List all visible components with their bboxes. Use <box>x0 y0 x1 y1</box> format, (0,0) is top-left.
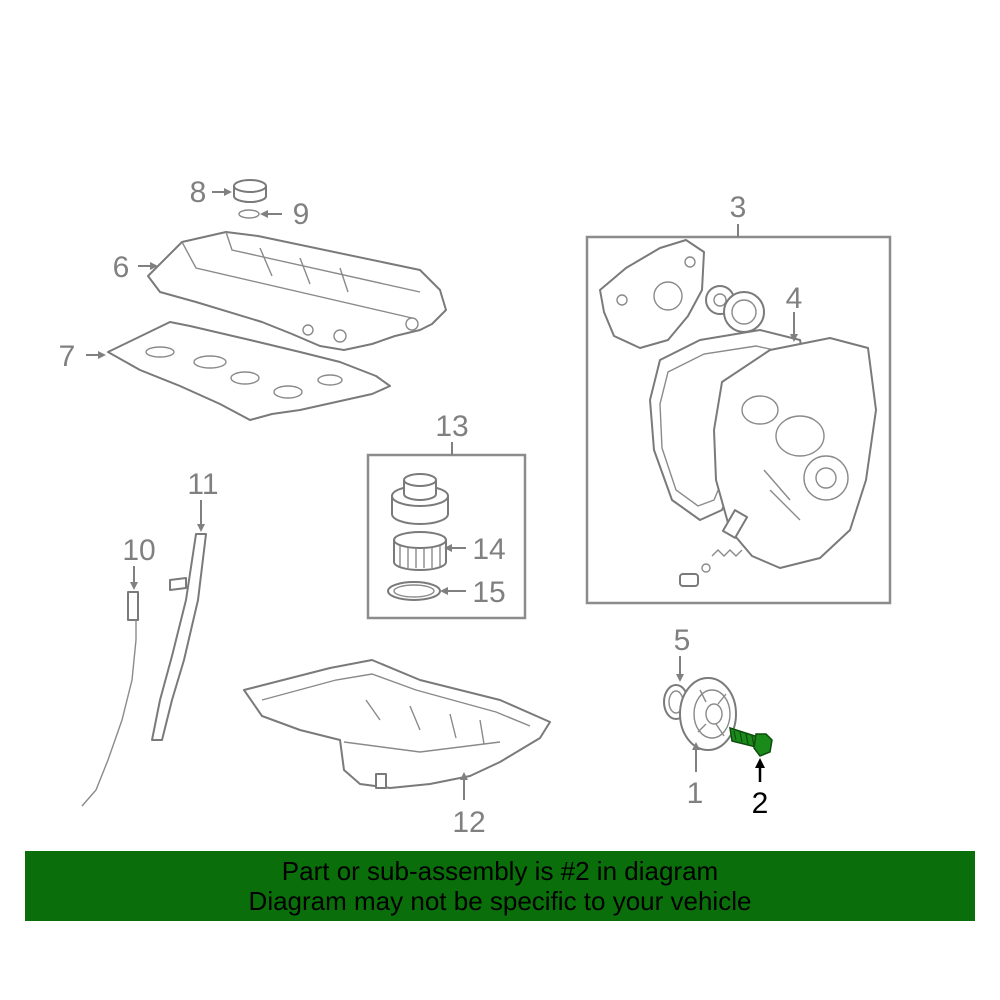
callout-9: 9 <box>293 198 310 231</box>
filter-o-ring <box>387 581 441 601</box>
crankshaft-pulley <box>679 677 737 751</box>
part-info-banner: Part or sub-assembly is #2 in diagram Di… <box>25 851 975 921</box>
oil-pump-gear-outer <box>723 291 765 333</box>
oil-filler-cap <box>233 179 267 203</box>
callout-7: 7 <box>59 340 76 373</box>
pulley-bolt-highlighted <box>729 726 773 757</box>
callout-8: 8 <box>190 176 207 209</box>
oil-pan <box>243 659 551 789</box>
callout-11: 11 <box>187 468 218 501</box>
valve-cover-gasket <box>107 321 391 421</box>
callout-13: 13 <box>435 410 468 443</box>
callout-1: 1 <box>687 777 704 810</box>
callout-15: 15 <box>472 576 505 609</box>
callout-4: 4 <box>786 282 803 315</box>
callout-12: 12 <box>452 806 485 839</box>
valve-cover <box>147 231 447 351</box>
callout-6: 6 <box>113 251 130 284</box>
callout-3: 3 <box>730 191 747 224</box>
callout-5: 5 <box>674 624 691 657</box>
pressure-relief-spring <box>711 509 749 557</box>
cap-o-ring <box>238 209 260 219</box>
callout-10: 10 <box>122 534 155 567</box>
leader-lines <box>86 188 798 800</box>
timing-cover <box>713 337 877 569</box>
oil-filter-cap <box>391 473 449 525</box>
banner-line-2: Diagram may not be specific to your vehi… <box>248 886 752 916</box>
callout-14: 14 <box>472 533 505 566</box>
oil-filter-kit-box <box>366 453 527 620</box>
callout-2-highlighted: 2 <box>752 787 769 820</box>
dipstick <box>81 591 139 807</box>
relief-valve-plug <box>679 563 711 587</box>
banner-line-1: Part or sub-assembly is #2 in diagram <box>281 856 719 886</box>
oil-filter-element <box>393 531 447 571</box>
oil-pump-housing <box>599 239 705 349</box>
dipstick-tube <box>151 533 207 741</box>
